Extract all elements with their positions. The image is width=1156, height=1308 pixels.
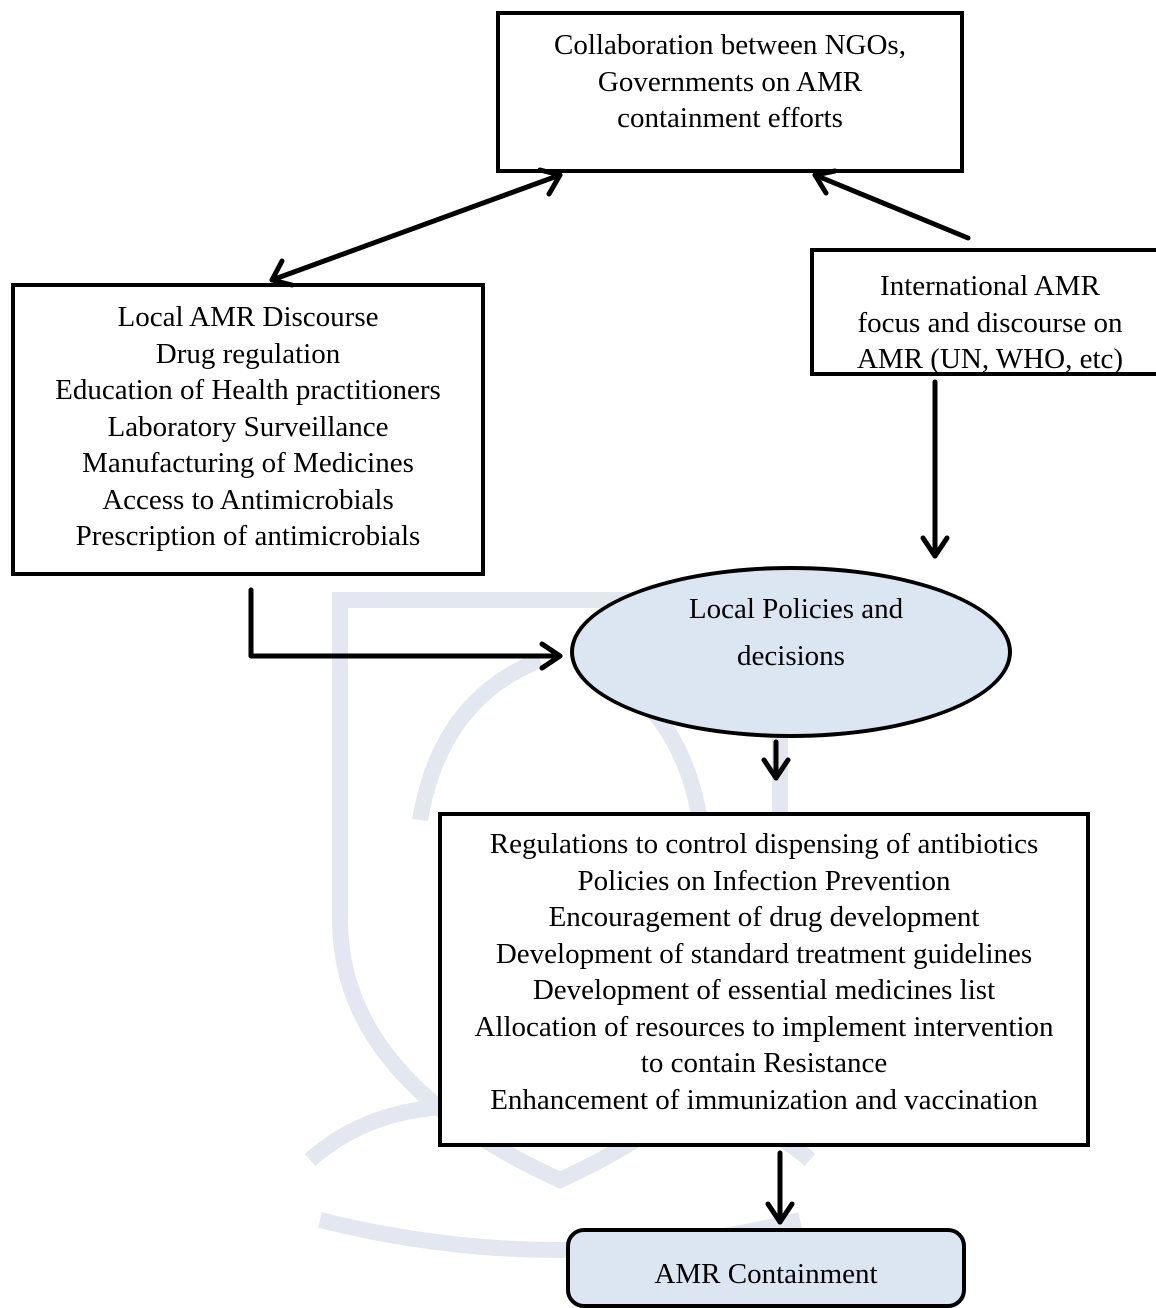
policy-actions-line-3: Encouragement of drug development — [548, 901, 980, 933]
international-line-3: AMR (UN, WHO, etc) — [856, 343, 1124, 375]
containment-label: AMR Containment — [654, 1258, 878, 1290]
collaboration-line-2: Governments on AMR — [597, 65, 863, 98]
collaboration-line-3: containment efforts — [617, 102, 843, 134]
node-local-policies: Local Policies and decisions — [570, 566, 1012, 738]
policy-actions-line-6: Allocation of resources to implement int… — [474, 1010, 1054, 1043]
node-international: International AMR focus and discourse on… — [810, 248, 1156, 376]
policy-actions-line-7: to contain Resistance — [640, 1047, 888, 1079]
international-line-1: International AMR — [880, 270, 1100, 302]
policy-actions-line-5: Development of essential medicines list — [532, 974, 996, 1006]
arrow-international-to-local-policies — [920, 379, 950, 559]
local-policies-line-2: decisions — [737, 640, 845, 672]
policy-actions-line-2: Policies on Infection Prevention — [577, 864, 951, 897]
policy-actions-line-8: Enhancement of immunization and vaccinat… — [490, 1083, 1038, 1116]
local-discourse-line-5: Manufacturing of Medicines — [82, 447, 414, 479]
international-line-2: focus and discourse on — [857, 306, 1123, 339]
policy-actions-line-1: Regulations to control dispensing of ant… — [489, 828, 1039, 860]
local-policies-line-1: Local Policies and — [688, 593, 904, 625]
arrow-collaboration-local-discourse — [269, 167, 563, 288]
node-collaboration: Collaboration between NGOs, Governments … — [496, 11, 964, 173]
node-containment: AMR Containment — [566, 1228, 966, 1308]
arrow-international-to-collaboration — [812, 168, 971, 241]
local-discourse-line-1: Local AMR Discourse — [117, 301, 379, 333]
local-discourse-line-3: Education of Health practitioners — [55, 374, 441, 406]
node-policy-actions: Regulations to control dispensing of ant… — [438, 812, 1090, 1147]
collaboration-line-1: Collaboration between NGOs, — [554, 29, 906, 61]
local-discourse-line-6: Access to Antimicrobials — [102, 483, 394, 516]
policy-actions-line-4: Development of standard treatment guidel… — [495, 937, 1033, 970]
node-local-discourse: Local AMR Discourse Drug regulation Educ… — [11, 283, 485, 576]
local-discourse-line-2: Drug regulation — [155, 337, 341, 370]
local-discourse-line-7: Prescription of antimicrobials — [75, 520, 421, 552]
local-discourse-line-4: Laboratory Surveillance — [107, 410, 389, 443]
